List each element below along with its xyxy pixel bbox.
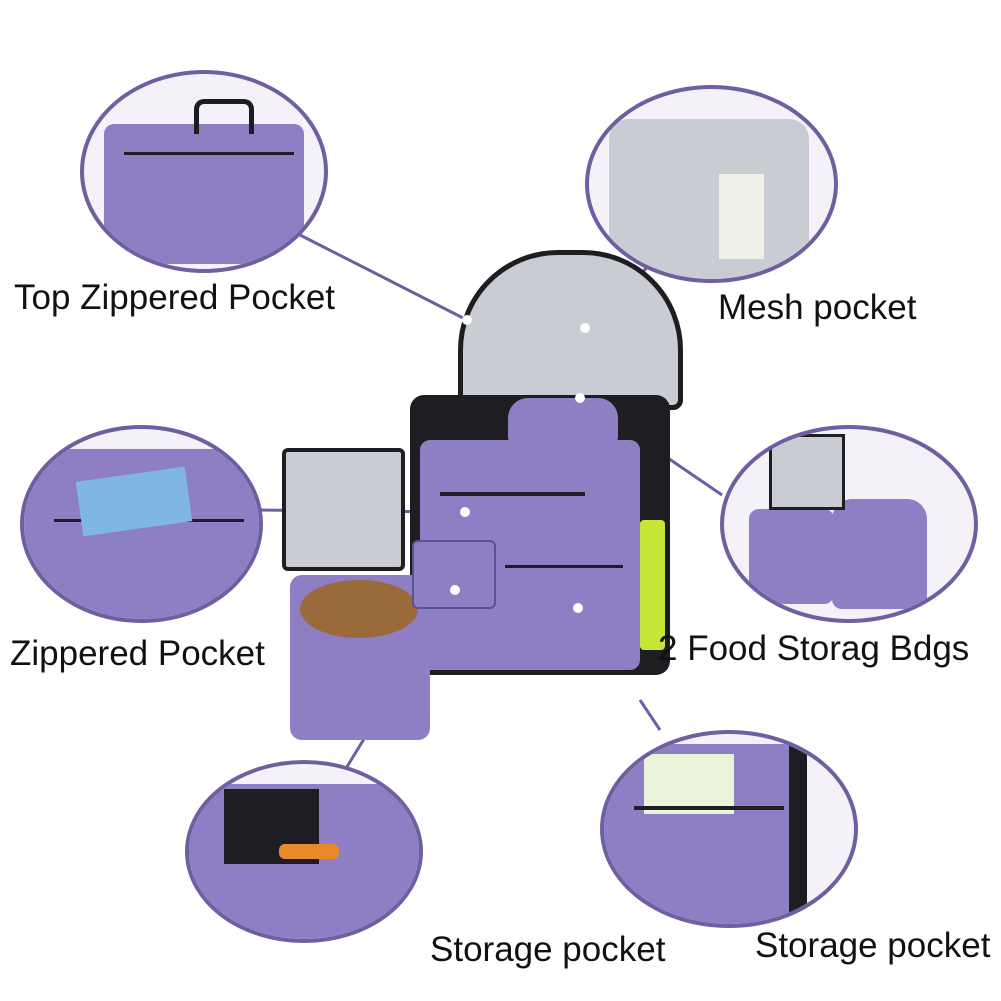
kibble [300,580,418,638]
label-storage-pocket-left: Storage pocket [430,930,666,969]
label-zippered-pocket: Zippered Pocket [10,634,265,673]
hotspot-dot [460,507,470,517]
callout-line [638,699,662,731]
label-mesh-pocket: Mesh pocket [718,288,917,327]
inset-mesh-pocket [585,85,838,283]
label-storage-pocket-right: Storage pocket [755,926,991,965]
hotspot-dot [462,315,472,325]
food-bag-lid [282,448,405,571]
treat-pouch [412,540,496,609]
inset-food-bags [720,425,978,623]
top-pocket [508,398,618,443]
label-top-zippered-pocket: Top Zippered Pocket [14,278,336,317]
pocket-edge [505,565,623,568]
hotspot-dot [580,323,590,333]
inset-top-pocket [80,70,328,273]
inset-storage-pocket-left [185,760,423,943]
callout-line [299,233,468,322]
mesh-side-pocket [640,520,665,650]
hotspot-dot [573,603,583,613]
hotspot-dot [575,393,585,403]
hotspot-dot [450,585,460,595]
inset-zippered-pocket [20,425,263,623]
label-food-storage-bags: 2 Food Storag Bdgs [658,629,970,668]
inset-storage-pocket-right [600,730,858,928]
zipper [440,492,585,496]
